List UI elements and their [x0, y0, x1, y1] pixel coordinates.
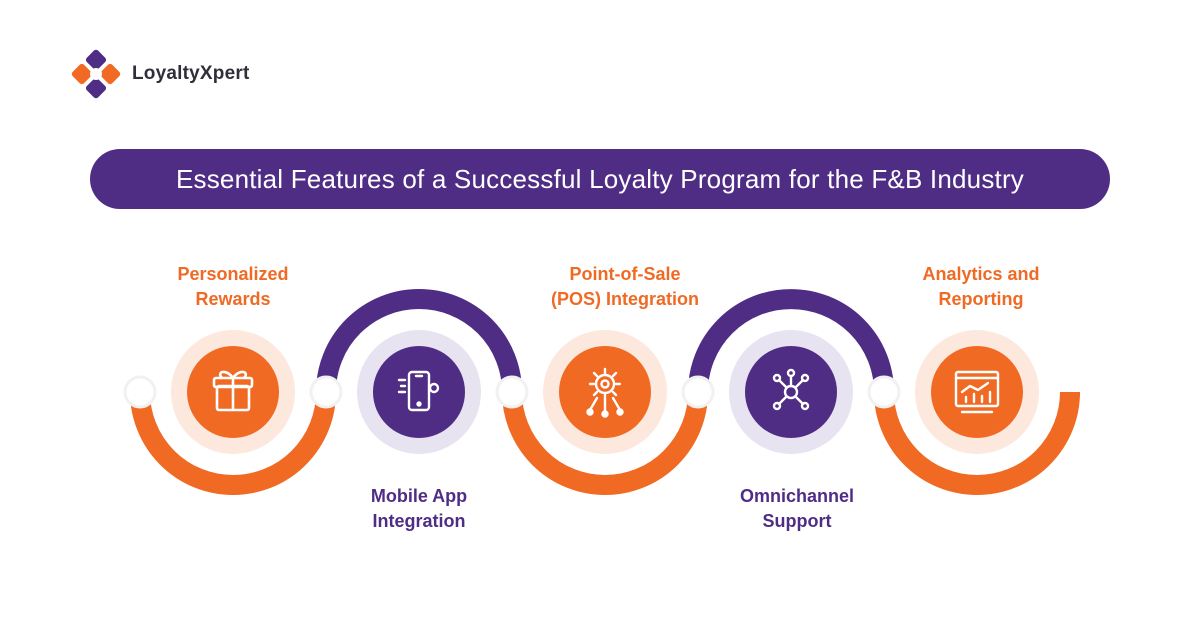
junction-dot [123, 375, 157, 409]
hub-network-icon [772, 368, 810, 411]
brand-name: LoyaltyXpert [132, 63, 250, 84]
analytics-chart-icon [954, 370, 1000, 414]
gift-icon [212, 370, 254, 412]
feature-node-2 [357, 330, 481, 454]
junction-dots [123, 375, 901, 409]
feature-label-5-line2: Reporting [938, 289, 1024, 309]
connector-arc-3 [502, 391, 708, 495]
feature-label-1-line1: Personalized [177, 264, 289, 284]
mobile-settings-icon [397, 370, 440, 412]
feature-label-5-line1: Analytics and [922, 264, 1040, 284]
feature-label-2-line2: Integration [372, 511, 466, 531]
feature-label-2: Mobile App Integration [299, 484, 539, 534]
feature-label-5: Analytics and Reporting [861, 262, 1101, 312]
feature-node-3 [543, 330, 667, 454]
feature-node-1 [171, 330, 295, 454]
title-banner: Essential Features of a Successful Loyal… [90, 149, 1110, 209]
feature-label-1: Personalized Rewards [113, 262, 353, 312]
brand-logo: LoyaltyXpert [66, 44, 250, 104]
feature-node-5 [915, 330, 1039, 454]
junction-dot [495, 375, 529, 409]
page-title: Essential Features of a Successful Loyal… [175, 163, 1024, 194]
feature-label-2-line1: Mobile App [370, 486, 468, 506]
gear-network-icon [586, 367, 624, 418]
feature-label-3-line2: (POS) Integration [551, 289, 699, 309]
junction-dot [867, 375, 901, 409]
feature-label-4-line1: Omnichannel [739, 486, 855, 506]
feature-label-3: Point-of-Sale (POS) Integration [505, 262, 745, 312]
junction-dot [309, 375, 343, 409]
feature-label-1-line2: Rewards [195, 289, 271, 309]
connector-arc-1 [130, 391, 336, 495]
connector-arc-5 [874, 391, 1080, 495]
loyaltyxpert-logo-icon [71, 49, 121, 99]
feature-node-4 [729, 330, 853, 454]
junction-dot [681, 375, 715, 409]
feature-label-3-line1: Point-of-Sale [569, 264, 681, 284]
connector-arc-4 [688, 289, 894, 393]
feature-label-4-line2: Support [762, 511, 832, 531]
feature-label-4: Omnichannel Support [677, 484, 917, 534]
connector-arc-2 [316, 289, 522, 393]
